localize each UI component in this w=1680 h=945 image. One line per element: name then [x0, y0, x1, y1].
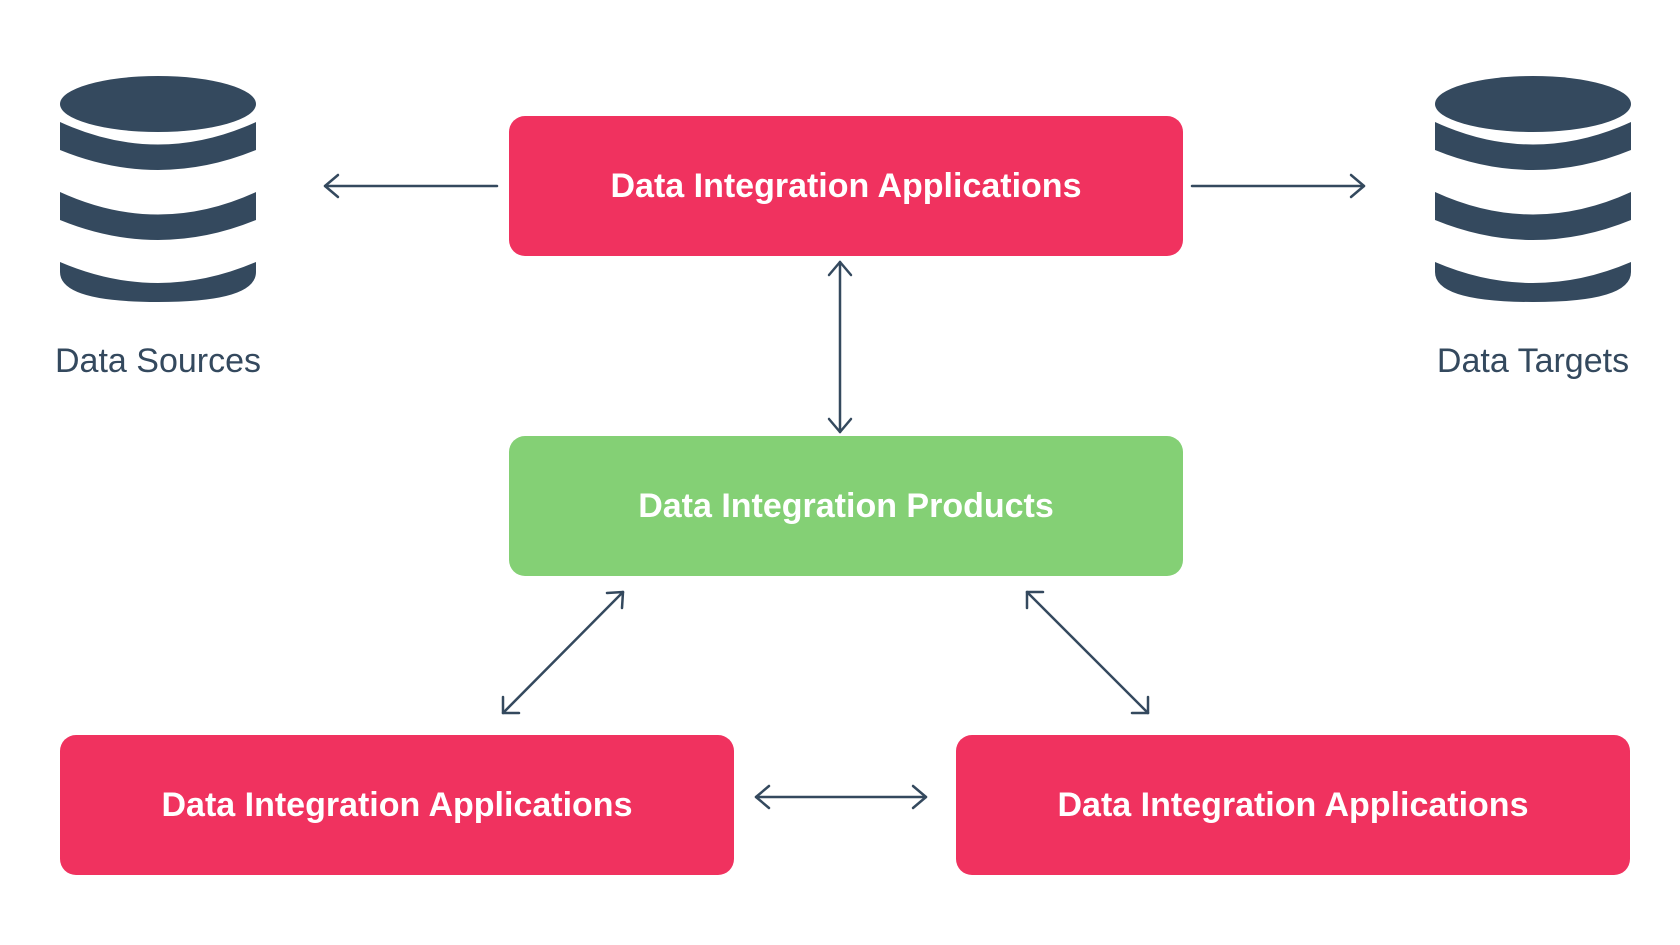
arrow-products-left	[501, 590, 625, 715]
right-application-label: Data Integration Applications	[1057, 785, 1529, 824]
arrow-to-targets	[1190, 173, 1366, 199]
top-application-label: Data Integration Applications	[610, 166, 1082, 205]
top-application-node: Data Integration Applications	[509, 116, 1183, 256]
products-node: Data Integration Products	[509, 436, 1183, 576]
data-targets-label: Data Targets	[1436, 342, 1630, 380]
arrow-products-right	[1025, 590, 1150, 715]
data-sources-database-icon	[60, 76, 256, 302]
arrow-left-right	[754, 784, 928, 810]
left-application-node: Data Integration Applications	[60, 735, 734, 875]
data-targets-database-icon	[1435, 76, 1631, 302]
data-sources-label: Data Sources	[55, 342, 261, 380]
products-label: Data Integration Products	[638, 486, 1054, 525]
arrow-to-sources	[323, 173, 499, 199]
left-application-label: Data Integration Applications	[161, 785, 633, 824]
right-application-node: Data Integration Applications	[956, 735, 1630, 875]
arrow-top-products	[827, 260, 853, 434]
